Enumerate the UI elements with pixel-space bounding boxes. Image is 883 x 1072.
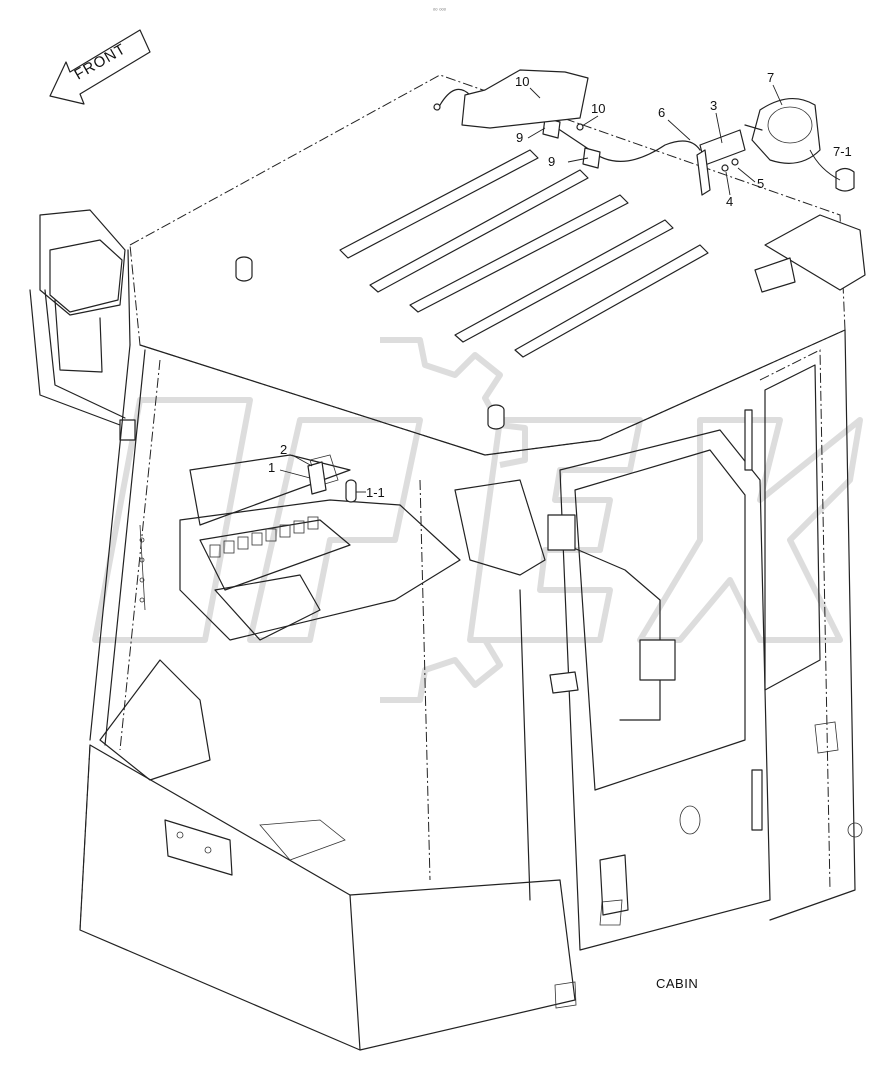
callout-labels: 10 10 9 9 6 3 7 7-1 5 4 2 1 1-1 [268, 70, 852, 500]
callout-9b: 9 [548, 154, 555, 169]
left-mirror [29, 209, 136, 441]
callout-7: 7 [767, 70, 774, 85]
front-direction-arrow: FRONT [49, 29, 151, 105]
top-mark: ᵒᵒ ᵒᵒᵒ [433, 8, 447, 14]
interior-lamp-switch [307, 461, 357, 503]
right-rear-mirror [754, 214, 866, 293]
cabin-body [79, 329, 863, 1051]
callout-1-1: 1-1 [366, 485, 385, 500]
callout-7-1: 7-1 [833, 144, 852, 159]
callout-2: 2 [280, 442, 287, 457]
cabin-roof [127, 74, 846, 456]
callout-10b: 10 [591, 101, 605, 116]
beacon-lamp-assembly [433, 69, 855, 196]
assembly-label: CABIN [656, 976, 698, 991]
callout-1: 1 [268, 460, 275, 475]
switch-panel [209, 516, 319, 558]
callout-5: 5 [757, 176, 764, 191]
callout-10a: 10 [515, 74, 529, 89]
callout-leaders [279, 84, 841, 493]
callout-9a: 9 [516, 130, 523, 145]
callout-4: 4 [726, 194, 733, 209]
callout-6: 6 [658, 105, 665, 120]
callout-3: 3 [710, 98, 717, 113]
